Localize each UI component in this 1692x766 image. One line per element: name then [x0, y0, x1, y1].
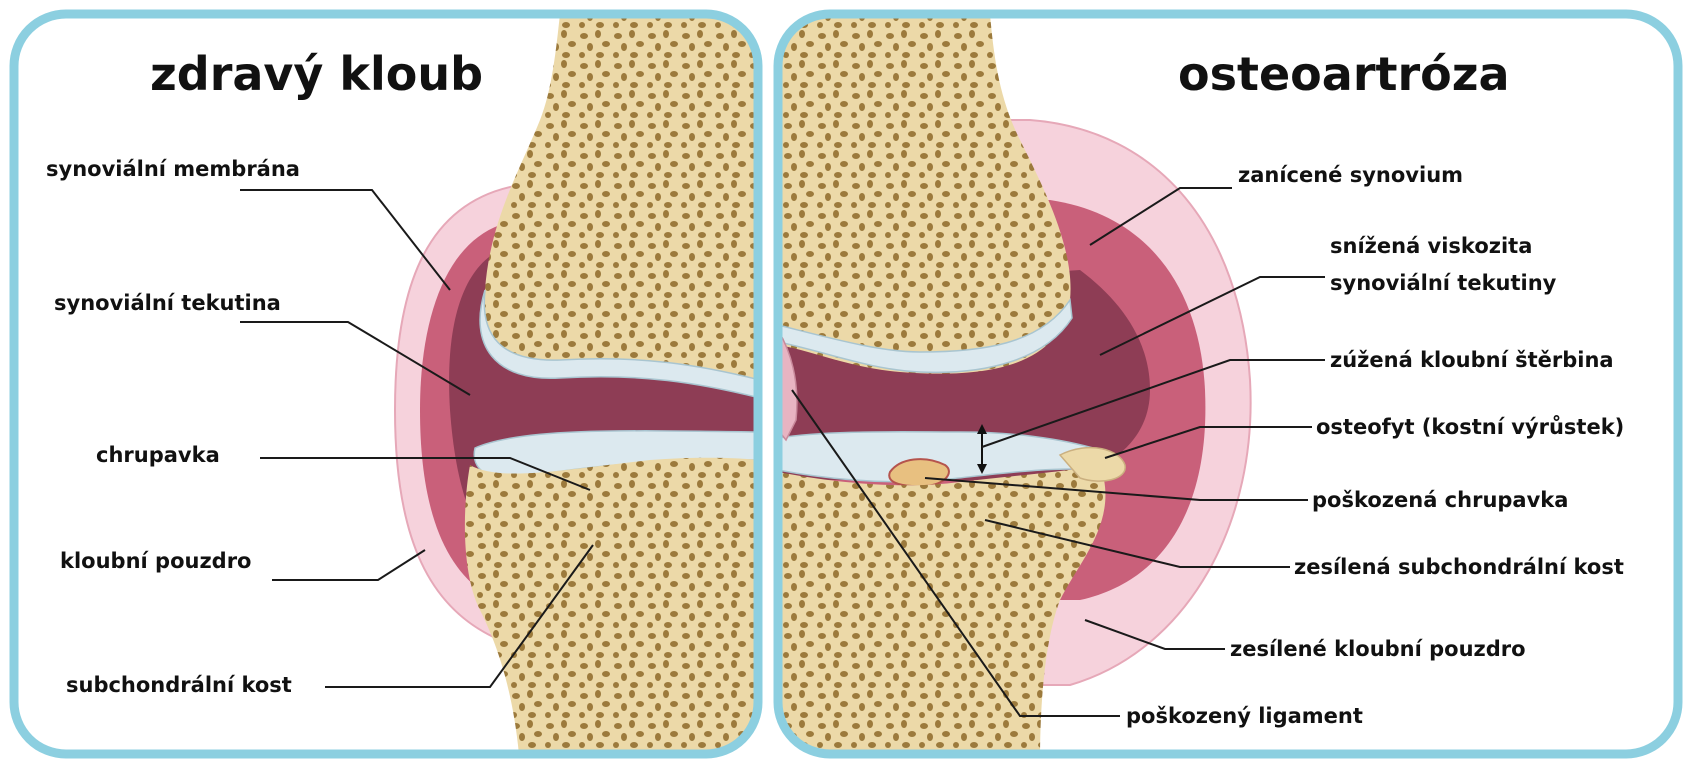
label-reduced-viscosity-line2: synoviální tekutiny: [1330, 271, 1557, 295]
label-thickened-joint-capsule: zesílené kloubní pouzdro: [1230, 637, 1526, 661]
label-cartilage: chrupavka: [96, 443, 220, 467]
leader-capsule: [272, 550, 425, 580]
label-damaged-ligament: poškozený ligament: [1126, 704, 1363, 728]
healthy-upper-bone: [484, 14, 760, 380]
label-joint-capsule: kloubní pouzdro: [60, 549, 251, 573]
label-inflamed-synovium: zanícené synovium: [1238, 163, 1463, 187]
label-thickened-subchondral-bone: zesílená subchondrální kost: [1294, 555, 1624, 579]
osteoarthritis-illustration: [778, 14, 1251, 766]
label-synovial-fluid: synoviální tekutina: [54, 291, 281, 315]
healthy-joint-title: zdravý kloub: [150, 47, 483, 101]
label-subchondral-bone: subchondrální kost: [66, 673, 292, 697]
oa-upper-bone: [778, 14, 1071, 374]
label-narrowed-joint-space: zúžená kloubní štěrbina: [1330, 348, 1614, 372]
label-reduced-viscosity-line1: snížená viskozita: [1330, 234, 1532, 258]
label-damaged-cartilage: poškozená chrupavka: [1312, 488, 1568, 512]
label-osteophyte: osteofyt (kostní výrůstek): [1316, 415, 1624, 439]
label-synovial-membrane: synoviální membrána: [46, 157, 300, 181]
healthy-lower-bone: [465, 458, 760, 766]
healthy-joint-illustration: [395, 14, 760, 766]
osteoarthritis-title: osteoartróza: [1178, 47, 1510, 101]
